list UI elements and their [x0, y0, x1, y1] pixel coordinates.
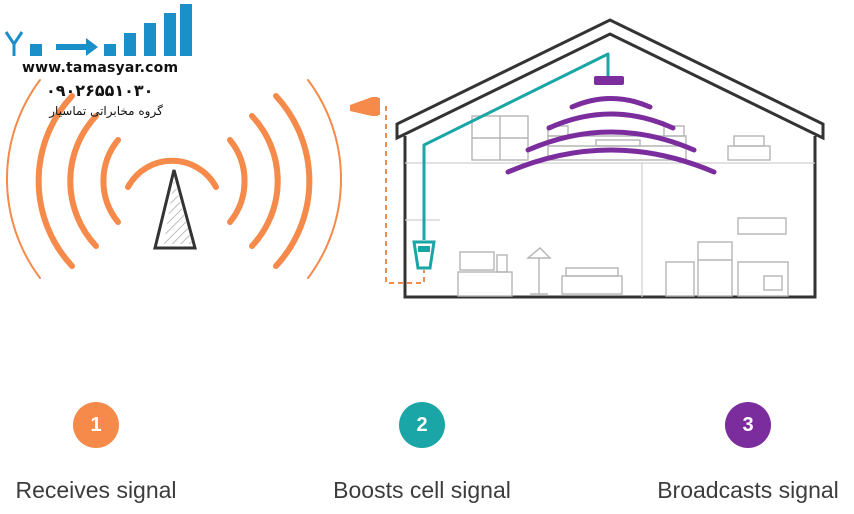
step-2-label: Boosts cell signal	[333, 477, 511, 503]
watermark-company-name: گروه مخابراتی تماسیار	[49, 104, 163, 118]
booster-cable	[422, 52, 610, 240]
step-3-label: Broadcasts signal	[657, 477, 839, 503]
outside-antenna-icon	[350, 97, 380, 116]
step-3-badge: 3	[725, 402, 771, 448]
watermark-logo-icon	[4, 4, 192, 56]
house-interior-lines	[405, 162, 815, 297]
step-1-label: Receives signal	[15, 477, 177, 503]
signal-booster-diagram	[4, 4, 825, 299]
watermark-phone: ۰۹۰۲۶۵۵۱۰۳۰	[46, 81, 154, 100]
step-1-badge: 1	[73, 402, 119, 448]
step-2-badge: 2	[399, 402, 445, 448]
cell-tower-icon	[153, 169, 197, 250]
watermark-url: www.tamasyar.com	[22, 60, 179, 76]
house-outline	[395, 18, 825, 299]
furniture	[457, 115, 789, 297]
step-receives: 1 Receives signal	[0, 402, 216, 504]
watermark: www.tamasyar.com ۰۹۰۲۶۵۵۱۰۳۰ گروه مخابرا…	[0, 0, 200, 130]
broadcast-signal-waves	[505, 96, 717, 175]
booster-unit-icon	[412, 240, 436, 270]
step-boosts: 2 Boosts cell signal	[302, 402, 542, 504]
tower-signal-waves	[6, 79, 342, 279]
inside-antenna-icon	[594, 76, 624, 85]
step-broadcasts: 3 Broadcasts signal	[628, 402, 854, 504]
